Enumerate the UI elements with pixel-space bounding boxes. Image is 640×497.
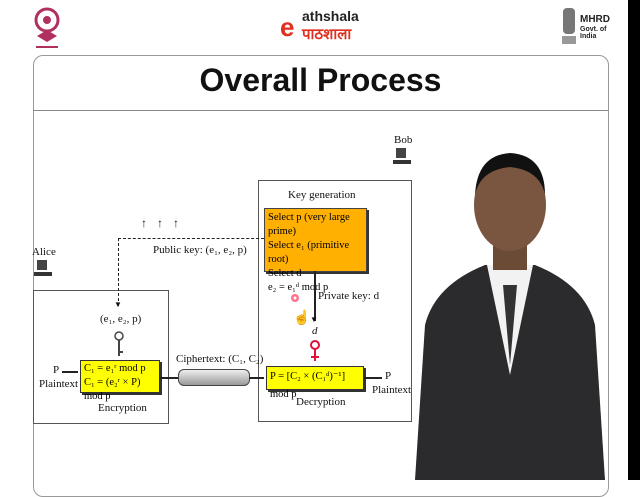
private-key-icon	[310, 340, 320, 361]
ciphertext-label: Ciphertext: (C₁, C₂)	[176, 353, 264, 365]
plaintext-in-p: P	[53, 364, 60, 376]
public-key-label: Public key: (e₁, e₂, p)	[153, 244, 247, 256]
private-key-label: Private key: d	[318, 290, 380, 302]
plaintext-out-label: Plaintext	[372, 384, 412, 396]
plaintext-out-arrow	[364, 377, 382, 379]
decryption-box: P = [C₂ × (C₁ᵈ)⁻¹] mod p	[266, 366, 364, 400]
encryption-label: Encryption	[98, 402, 147, 414]
bob-box	[258, 180, 412, 422]
key-generation-label: Key generation	[288, 189, 356, 201]
hand-cursor-icon: ☝	[293, 311, 311, 326]
public-key-arrowhead: ▼	[114, 300, 122, 309]
title-divider	[33, 110, 608, 111]
keygen-line: Select e₁ (primitive root)	[268, 240, 350, 265]
key-generation-box: Select p (very large prime) Select e₁ (p…	[264, 208, 367, 293]
presenter-video	[415, 153, 605, 480]
d-label: d	[312, 325, 318, 337]
plaintext-out-p: P	[385, 370, 392, 382]
keygen-line: Select d	[268, 268, 302, 279]
ciphertext-channel	[178, 369, 250, 386]
keygen-line: Select p (very large prime)	[268, 212, 350, 237]
decryption-label: Decryption	[296, 396, 346, 408]
plaintext-in-label: Plaintext	[39, 378, 79, 390]
keygen-line: e₂ = e₁ᵈ mod p	[268, 282, 329, 293]
alice-encryption-box	[33, 290, 169, 424]
private-key-arrow	[314, 271, 316, 321]
key-icon	[114, 331, 124, 356]
private-key-arrowhead: ▼	[310, 315, 318, 324]
computer-icon	[393, 148, 411, 164]
ciphertext-arrow	[249, 377, 264, 379]
computer-icon	[34, 260, 52, 276]
ugc-logo	[34, 6, 60, 50]
public-key-path	[118, 238, 264, 239]
bob-label: Bob	[394, 134, 413, 146]
slide-title: Overall Process	[199, 62, 442, 98]
public-key-path	[118, 238, 119, 306]
black-border	[628, 0, 640, 480]
alice-key-label: (e₁, e₂, p)	[100, 313, 142, 325]
epathshala-logo: e athshala पाठशाला	[280, 8, 359, 43]
broadcast-arrows: ↑↑↑	[141, 216, 189, 230]
laser-pointer-icon	[291, 294, 299, 302]
decryption-line: P = [C₂ × (C₁ᵈ)⁻¹] mod p	[270, 371, 346, 400]
plaintext-arrow	[62, 371, 78, 373]
encryption-line: C₁ = (e₂ʳ × P) mod p	[84, 377, 141, 402]
mhrd-logo: MHRD Govt. of India	[560, 6, 620, 50]
encryption-box: C₁ = e₁ʳ mod p C₁ = (e₂ʳ × P) mod p	[80, 360, 160, 402]
alice-label: Alice	[32, 246, 56, 258]
ciphertext-arrow	[160, 377, 178, 379]
encryption-line: C₁ = e₁ʳ mod p	[84, 363, 146, 374]
